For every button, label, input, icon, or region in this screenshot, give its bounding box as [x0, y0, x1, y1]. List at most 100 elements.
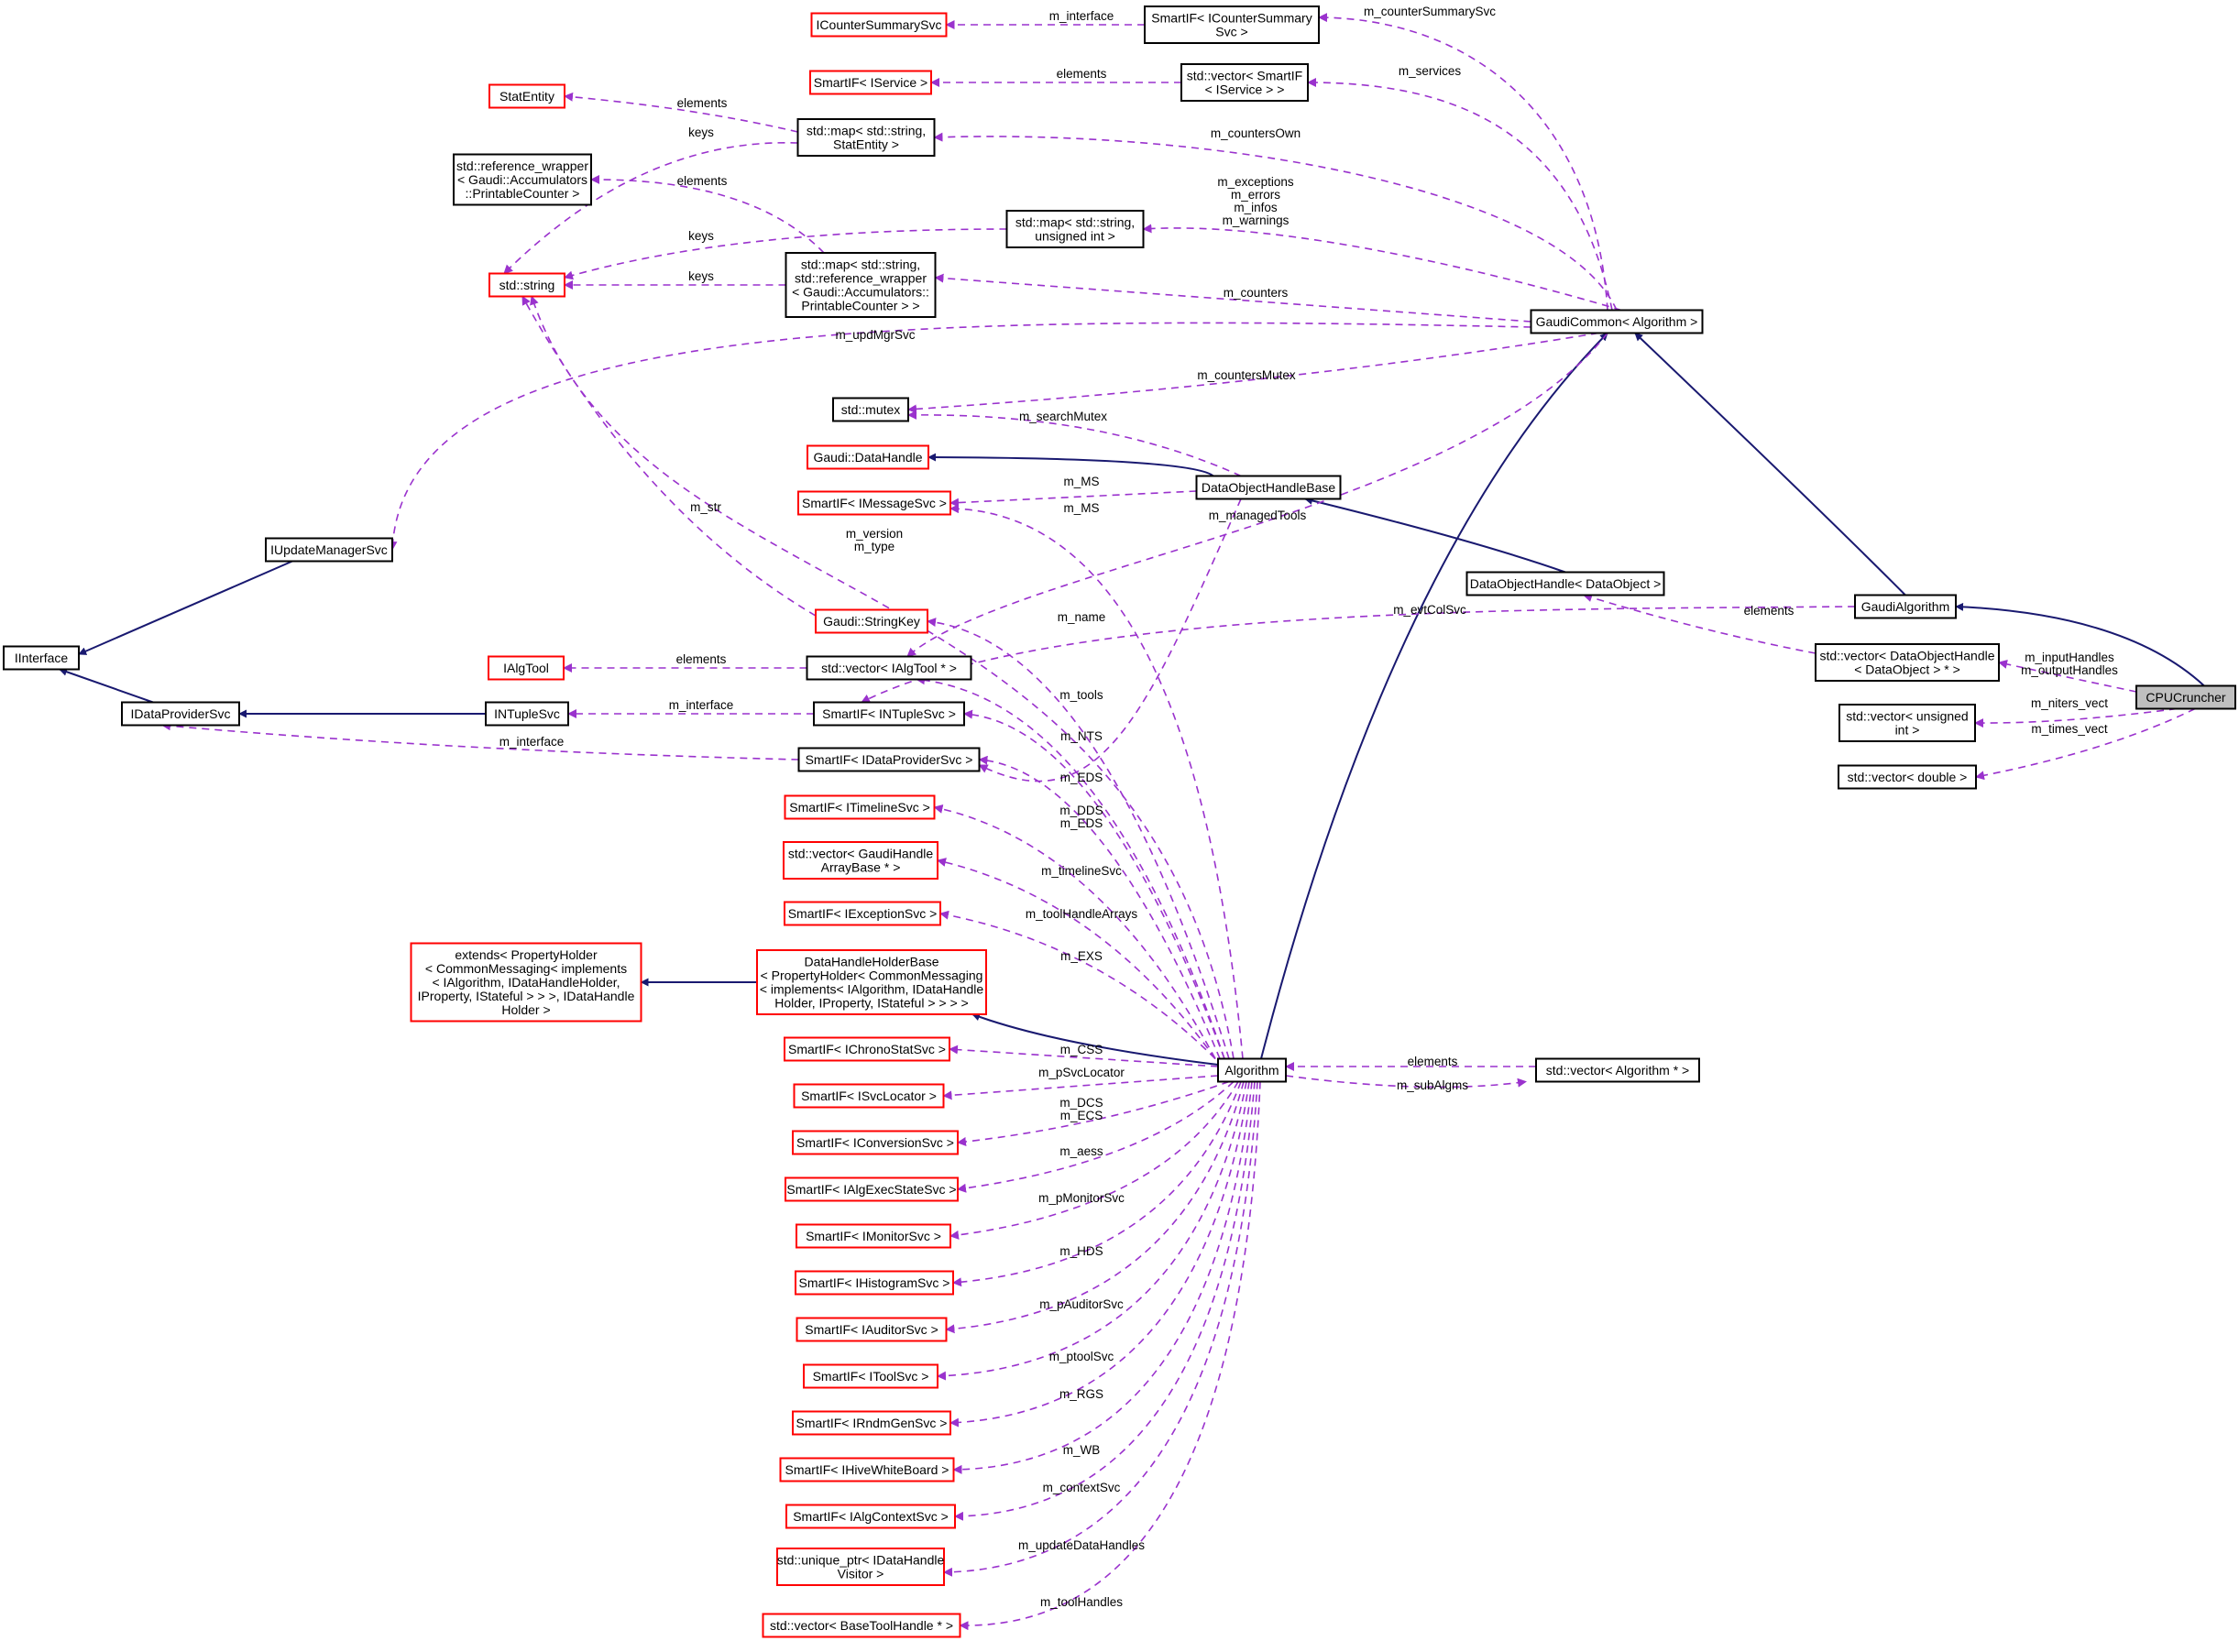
- class-node-box[interactable]: [797, 490, 951, 516]
- class-node-box[interactable]: [784, 1036, 950, 1062]
- class-node-box[interactable]: [453, 153, 592, 206]
- class-node-box[interactable]: [785, 1176, 959, 1202]
- class-node-gaudi-datahandle[interactable]: Gaudi::DataHandle: [807, 444, 929, 470]
- class-node-box[interactable]: [121, 701, 240, 727]
- class-node-box[interactable]: [1195, 475, 1342, 500]
- class-node-gaudialgorithm[interactable]: GaudiAlgorithm: [1854, 594, 1957, 619]
- class-node-smartif-isvclocator[interactable]: SmartIF< ISvcLocator >: [793, 1083, 945, 1109]
- class-node-box[interactable]: [3, 645, 80, 671]
- class-node-intuplesvc[interactable]: INTupleSvc: [485, 701, 569, 727]
- class-node-gaudi-stringkey[interactable]: Gaudi::StringKey: [815, 608, 928, 634]
- class-node-box[interactable]: [488, 655, 565, 681]
- class-node-smartif-iservice[interactable]: SmartIF< IService >: [809, 70, 932, 95]
- class-node-box[interactable]: [783, 841, 938, 880]
- class-node-box[interactable]: [810, 12, 948, 38]
- class-node-box[interactable]: [2135, 684, 2236, 710]
- class-node-dataobjecthandlebase[interactable]: DataObjectHandleBase: [1195, 475, 1342, 500]
- class-node-smartif-intuplesvc[interactable]: SmartIF< INTupleSvc >: [813, 701, 965, 727]
- class-node-box[interactable]: [1005, 210, 1145, 248]
- class-node-smartif-ihivewhiteboard[interactable]: SmartIF< IHiveWhiteBoard >: [779, 1457, 955, 1482]
- class-node-smartif-ialgexecstatesvc[interactable]: SmartIF< IAlgExecStateSvc >: [785, 1176, 959, 1202]
- class-node-box[interactable]: [1180, 63, 1309, 102]
- class-node-box[interactable]: [806, 655, 972, 681]
- class-node-cpucruncher[interactable]: CPUCruncher: [2135, 684, 2236, 710]
- class-node-vector-dataobjecthandle[interactable]: std::vector< DataObjectHandle< DataObjec…: [1815, 643, 2000, 682]
- class-node-smartif-ialgcontextsvc[interactable]: SmartIF< IAlgContextSvc >: [785, 1504, 956, 1529]
- class-node-smartif-itimelinesvc[interactable]: SmartIF< ITimelineSvc >: [784, 794, 936, 820]
- class-node-box[interactable]: [762, 1613, 961, 1638]
- class-node-box[interactable]: [265, 537, 393, 563]
- class-node-box[interactable]: [809, 70, 932, 95]
- class-node-box[interactable]: [1838, 704, 1976, 742]
- class-node-smartif-idataprovidersvc[interactable]: SmartIF< IDataProviderSvc >: [797, 747, 981, 772]
- class-node-box[interactable]: [1838, 764, 1977, 790]
- class-node-box[interactable]: [1465, 571, 1665, 596]
- class-node-box[interactable]: [784, 901, 941, 926]
- class-node-box[interactable]: [785, 1504, 956, 1529]
- class-node-box[interactable]: [488, 83, 565, 109]
- class-node-box[interactable]: [792, 1410, 951, 1436]
- class-node-iinterface[interactable]: IInterface: [3, 645, 80, 671]
- class-node-vector-algorithm[interactable]: std::vector< Algorithm * >: [1535, 1057, 1700, 1083]
- class-node-box[interactable]: [785, 252, 937, 318]
- class-node-box[interactable]: [488, 272, 565, 298]
- class-node-box[interactable]: [776, 1548, 945, 1586]
- class-node-box[interactable]: [756, 949, 987, 1015]
- class-node-box[interactable]: [410, 942, 642, 1023]
- class-node-smartif-irndmgensvc[interactable]: SmartIF< IRndmGenSvc >: [792, 1410, 951, 1436]
- class-node-box[interactable]: [803, 1363, 938, 1389]
- class-node-map-string-statentity[interactable]: std::map< std::string,StatEntity >: [796, 118, 936, 157]
- class-node-map-string-uint[interactable]: std::map< std::string,unsigned int >: [1005, 210, 1145, 248]
- class-node-box[interactable]: [1530, 309, 1704, 334]
- class-node-box[interactable]: [795, 1270, 954, 1296]
- class-node-vector-smartif-iservice[interactable]: std::vector< SmartIF< IService > >: [1180, 63, 1309, 102]
- class-node-reference-wrapper[interactable]: std::reference_wrapper< Gaudi::Accumulat…: [453, 153, 592, 206]
- class-node-dataobjecthandle[interactable]: DataObjectHandle< DataObject >: [1465, 571, 1665, 596]
- class-node-smartif-imessagesvc[interactable]: SmartIF< IMessageSvc >: [797, 490, 951, 516]
- class-node-box[interactable]: [813, 701, 965, 727]
- class-node-smartif-itoolsvc[interactable]: SmartIF< IToolSvc >: [803, 1363, 938, 1389]
- class-node-smartif-ichronostatsvc[interactable]: SmartIF< IChronoStatSvc >: [784, 1036, 950, 1062]
- class-node-box[interactable]: [1217, 1057, 1287, 1083]
- class-node-smartif-ihistogramsvc[interactable]: SmartIF< IHistogramSvc >: [795, 1270, 954, 1296]
- class-node-map-string-refwrapper[interactable]: std::map< std::string,std::reference_wra…: [785, 252, 937, 318]
- class-node-smartif-icountersummarysvc[interactable]: SmartIF< ICounterSummarySvc >: [1144, 5, 1320, 44]
- class-node-idataprovidersvc[interactable]: IDataProviderSvc: [121, 701, 240, 727]
- class-node-std-string[interactable]: std::string: [488, 272, 565, 298]
- class-node-box[interactable]: [779, 1457, 955, 1482]
- class-node-icountersummarysvc[interactable]: ICounterSummarySvc: [810, 12, 948, 38]
- class-node-vector-double[interactable]: std::vector< double >: [1838, 764, 1977, 790]
- class-node-smartif-imonitorsvc[interactable]: SmartIF< IMonitorSvc >: [796, 1223, 951, 1249]
- class-node-gaudicommon[interactable]: GaudiCommon< Algorithm >: [1530, 309, 1704, 334]
- class-node-smartif-iexceptionsvc[interactable]: SmartIF< IExceptionSvc >: [784, 901, 941, 926]
- class-node-algorithm[interactable]: Algorithm: [1217, 1057, 1287, 1083]
- class-node-ialgtool[interactable]: IAlgTool: [488, 655, 565, 681]
- class-node-box[interactable]: [815, 608, 928, 634]
- class-node-box[interactable]: [784, 794, 936, 820]
- class-node-box[interactable]: [796, 1317, 948, 1342]
- class-node-box[interactable]: [1144, 5, 1320, 44]
- class-node-smartif-iauditorsvc[interactable]: SmartIF< IAuditorSvc >: [796, 1317, 948, 1342]
- class-node-box[interactable]: [1815, 643, 2000, 682]
- class-node-std-mutex[interactable]: std::mutex: [832, 397, 909, 422]
- class-node-box[interactable]: [797, 747, 981, 772]
- class-node-box[interactable]: [792, 1130, 959, 1155]
- class-node-box[interactable]: [807, 444, 929, 470]
- class-node-box[interactable]: [1854, 594, 1957, 619]
- class-node-box[interactable]: [796, 118, 936, 157]
- class-node-box[interactable]: [1535, 1057, 1700, 1083]
- class-node-smartif-iconversionsvc[interactable]: SmartIF< IConversionSvc >: [792, 1130, 959, 1155]
- class-node-vector-basetoolhandle[interactable]: std::vector< BaseToolHandle * >: [762, 1613, 961, 1638]
- class-node-extends-propertyholder[interactable]: extends< PropertyHolder< CommonMessaging…: [410, 942, 642, 1023]
- class-node-datahandleholderbase[interactable]: DataHandleHolderBase< PropertyHolder< Co…: [756, 949, 987, 1015]
- class-node-vector-ialgtool[interactable]: std::vector< IAlgTool * >: [806, 655, 972, 681]
- class-node-box[interactable]: [485, 701, 569, 727]
- class-node-box[interactable]: [832, 397, 909, 422]
- class-node-iupdatemanagersvc[interactable]: IUpdateManagerSvc: [265, 537, 393, 563]
- class-node-box[interactable]: [793, 1083, 945, 1109]
- class-node-box[interactable]: [796, 1223, 951, 1249]
- class-node-statentity[interactable]: StatEntity: [488, 83, 565, 109]
